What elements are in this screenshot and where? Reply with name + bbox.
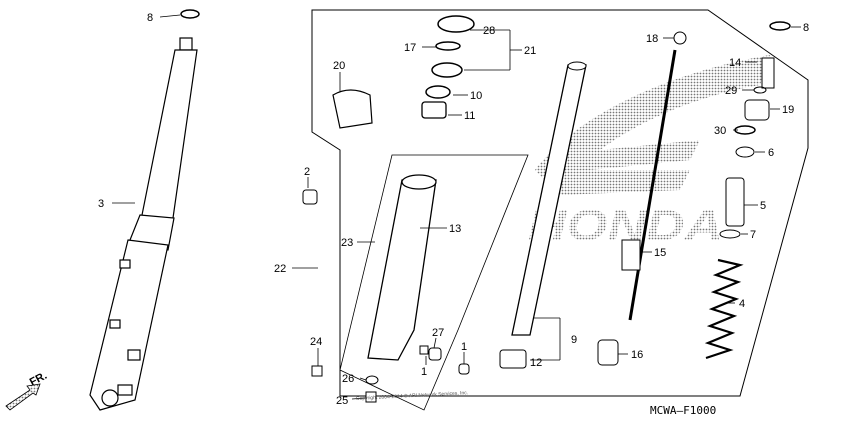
callout-24: 24 (310, 336, 322, 348)
snap-ring-top-right (769, 21, 791, 31)
callout-9: 9 (571, 334, 577, 346)
oil-seal (431, 62, 463, 78)
callout-19: 19 (782, 104, 794, 116)
callout-12: 12 (530, 357, 542, 369)
adjuster-14 (761, 57, 775, 89)
callout-21: 21 (524, 45, 536, 57)
diagram-reference-code: MCWA–F1000 (650, 404, 716, 417)
callout-11: 11 (464, 110, 475, 122)
clip-17 (435, 41, 461, 51)
front-arrow-icon (5, 383, 41, 411)
callout-6: 6 (768, 147, 774, 159)
callout-8-right: 8 (803, 22, 809, 34)
front-direction-marker: FR. (5, 370, 49, 411)
callout-28: 28 (483, 25, 495, 37)
callout-8-left: 8 (147, 12, 153, 24)
nut-18 (673, 31, 687, 45)
callout-27: 27 (432, 327, 444, 339)
callout-29: 29 (725, 85, 737, 97)
callout-1-right: 1 (461, 341, 467, 353)
washer-6 (735, 146, 755, 158)
snap-ring-top-left (180, 9, 200, 19)
callout-22: 22 (274, 263, 286, 275)
callout-10: 10 (470, 90, 482, 102)
callout-16: 16 (631, 349, 643, 361)
assembly-frame (311, 9, 809, 397)
callout-25: 25 (336, 395, 348, 407)
callout-13: 13 (449, 223, 461, 235)
fork-cover (332, 89, 373, 129)
washer-27 (428, 347, 442, 361)
piece-16 (597, 339, 619, 366)
callout-2: 2 (304, 166, 310, 178)
callout-14: 14 (729, 57, 741, 69)
damper-rod (628, 49, 677, 321)
back-up-ring-10 (425, 85, 451, 99)
slide-bushing-12 (499, 349, 527, 369)
callout-3: 3 (98, 198, 104, 210)
leader-lines (112, 14, 801, 400)
callout-4: 4 (739, 298, 745, 310)
callout-26: 26 (342, 373, 354, 385)
washer-26 (365, 375, 379, 385)
fork-slider (367, 179, 437, 361)
callout-15: 15 (654, 247, 666, 259)
dust-seal-28 (437, 15, 475, 33)
callout-18: 18 (646, 33, 658, 45)
bolt-24 (311, 365, 323, 377)
callout-5: 5 (760, 200, 766, 212)
seat-7 (719, 229, 741, 239)
fork-spring (704, 258, 744, 360)
callout-17: 17 (404, 42, 416, 54)
bushing-2 (302, 189, 318, 205)
plug-1a (419, 345, 429, 355)
spacer-5 (725, 177, 745, 227)
o-ring-29 (753, 86, 767, 94)
fork-pipe (511, 64, 587, 336)
fork-bolt-19 (744, 99, 770, 121)
slide-bushing-11 (421, 101, 447, 119)
plug-1b (458, 363, 470, 375)
slider-subassembly-frame (339, 154, 529, 411)
callout-23: 23 (341, 237, 353, 249)
callout-20: 20 (333, 60, 345, 72)
copyright-notice: Copyright 2004-2014 © ARI Network Servic… (356, 389, 469, 402)
callout-1-left: 1 (421, 366, 427, 378)
callout-30: 30 (714, 125, 726, 137)
front-label: FR. (28, 370, 49, 389)
bolt-25 (365, 391, 377, 403)
callout-labels: 8 3 20 2 22 23 13 28 17 21 10 11 18 8 14… (98, 12, 809, 407)
callout-7: 7 (750, 229, 756, 241)
fork-assembly-left (89, 37, 198, 411)
